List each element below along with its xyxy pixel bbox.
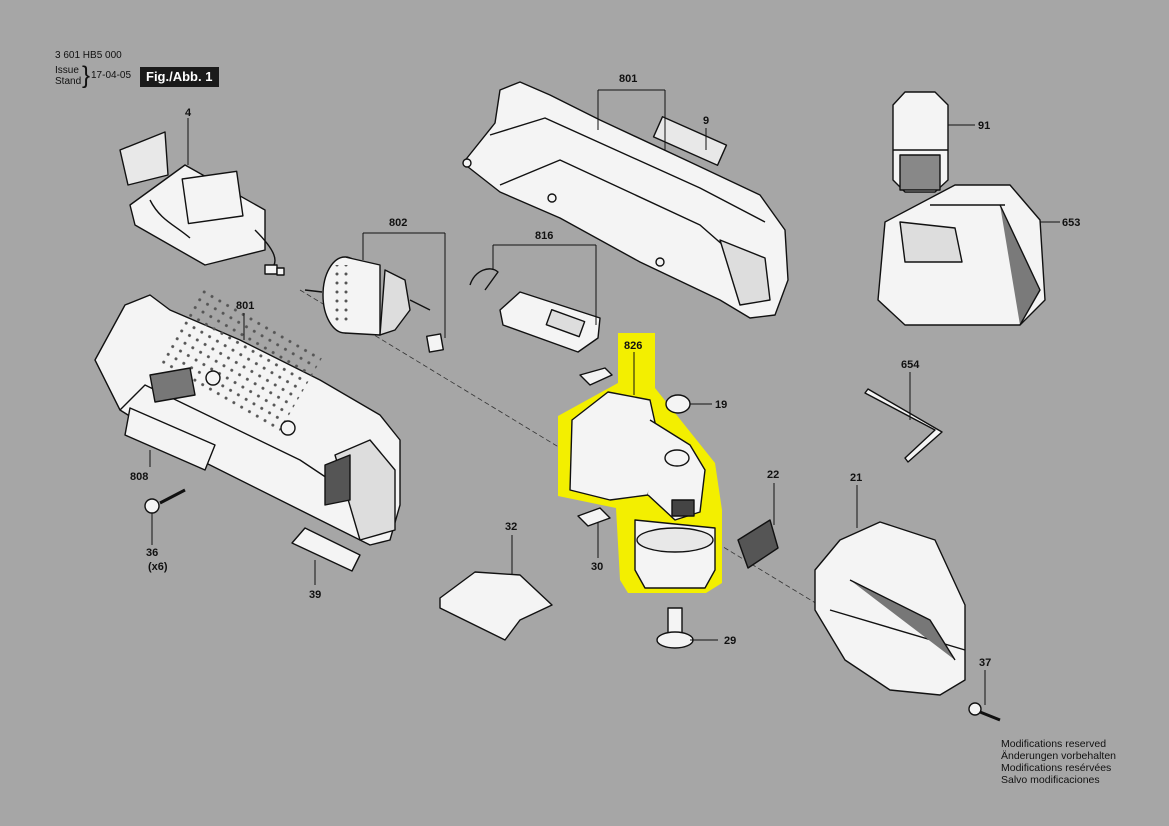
lever-22 [737,519,779,569]
gear-head-826 [569,391,716,589]
label-808 [124,407,216,471]
note-de: Änderungen vorbehalten [1001,750,1117,762]
label-802: 802 [389,217,407,229]
leader-816 [492,244,597,325]
battery-91 [892,91,949,193]
label-39: 39 [309,589,321,601]
label-808: 808 [130,471,148,483]
modification-notes: Modifications reserved Änderungen vorbeh… [1001,738,1116,786]
label-36-quantity: (x6) [148,561,168,573]
assembly-axis-line [299,289,861,631]
charger-653 [877,184,1046,326]
switch-board-4 [119,131,285,276]
label-801-lower: 801 [236,300,254,312]
doc-number: 3 601 HB5 000 [55,50,122,61]
bracket-32 [439,571,553,641]
hex-key-654 [864,388,943,463]
label-801-upper: 801 [619,73,637,85]
housing-lower-801 [94,286,401,546]
label-19: 19 [715,399,727,411]
note-fr: Modifications resérvées [1001,762,1112,774]
sticker-39 [291,527,361,572]
label-21: 21 [850,472,862,484]
figure-label: Fig./Abb. 1 [140,67,220,87]
issue-date: 17-04-05 [91,70,132,81]
label-826: 826 [624,340,642,352]
housing-upper-801 [462,81,789,319]
clip-30 [577,507,611,527]
label-653: 653 [1062,217,1080,229]
leader-801a [597,89,666,150]
label-30: 30 [591,561,603,573]
stand-label: Stand [55,76,82,87]
label-9: 9 [703,115,709,127]
label-22: 22 [767,469,779,481]
label-654: 654 [901,359,920,371]
issue-label: Issue [55,65,79,76]
label-37: 37 [979,657,991,669]
clip-upper [579,367,613,386]
label-32: 32 [505,521,517,533]
note-es: Salvo modificaciones [1001,774,1100,786]
motor-802 [304,256,444,353]
screw-37 [968,702,1001,722]
screw-36 [144,488,186,514]
label-29: 29 [724,635,736,647]
label-91: 91 [978,120,990,132]
leader-802 [362,232,446,338]
label-816: 816 [535,230,553,242]
label-4: 4 [185,107,192,119]
screw-29 [656,607,694,649]
cover-21 [814,521,966,696]
note-en: Modifications reserved [1001,738,1107,750]
switch-816 [469,268,601,353]
label-36: 36 [146,547,158,559]
cap-19 [665,394,691,414]
brace-glyph: } [82,62,91,89]
